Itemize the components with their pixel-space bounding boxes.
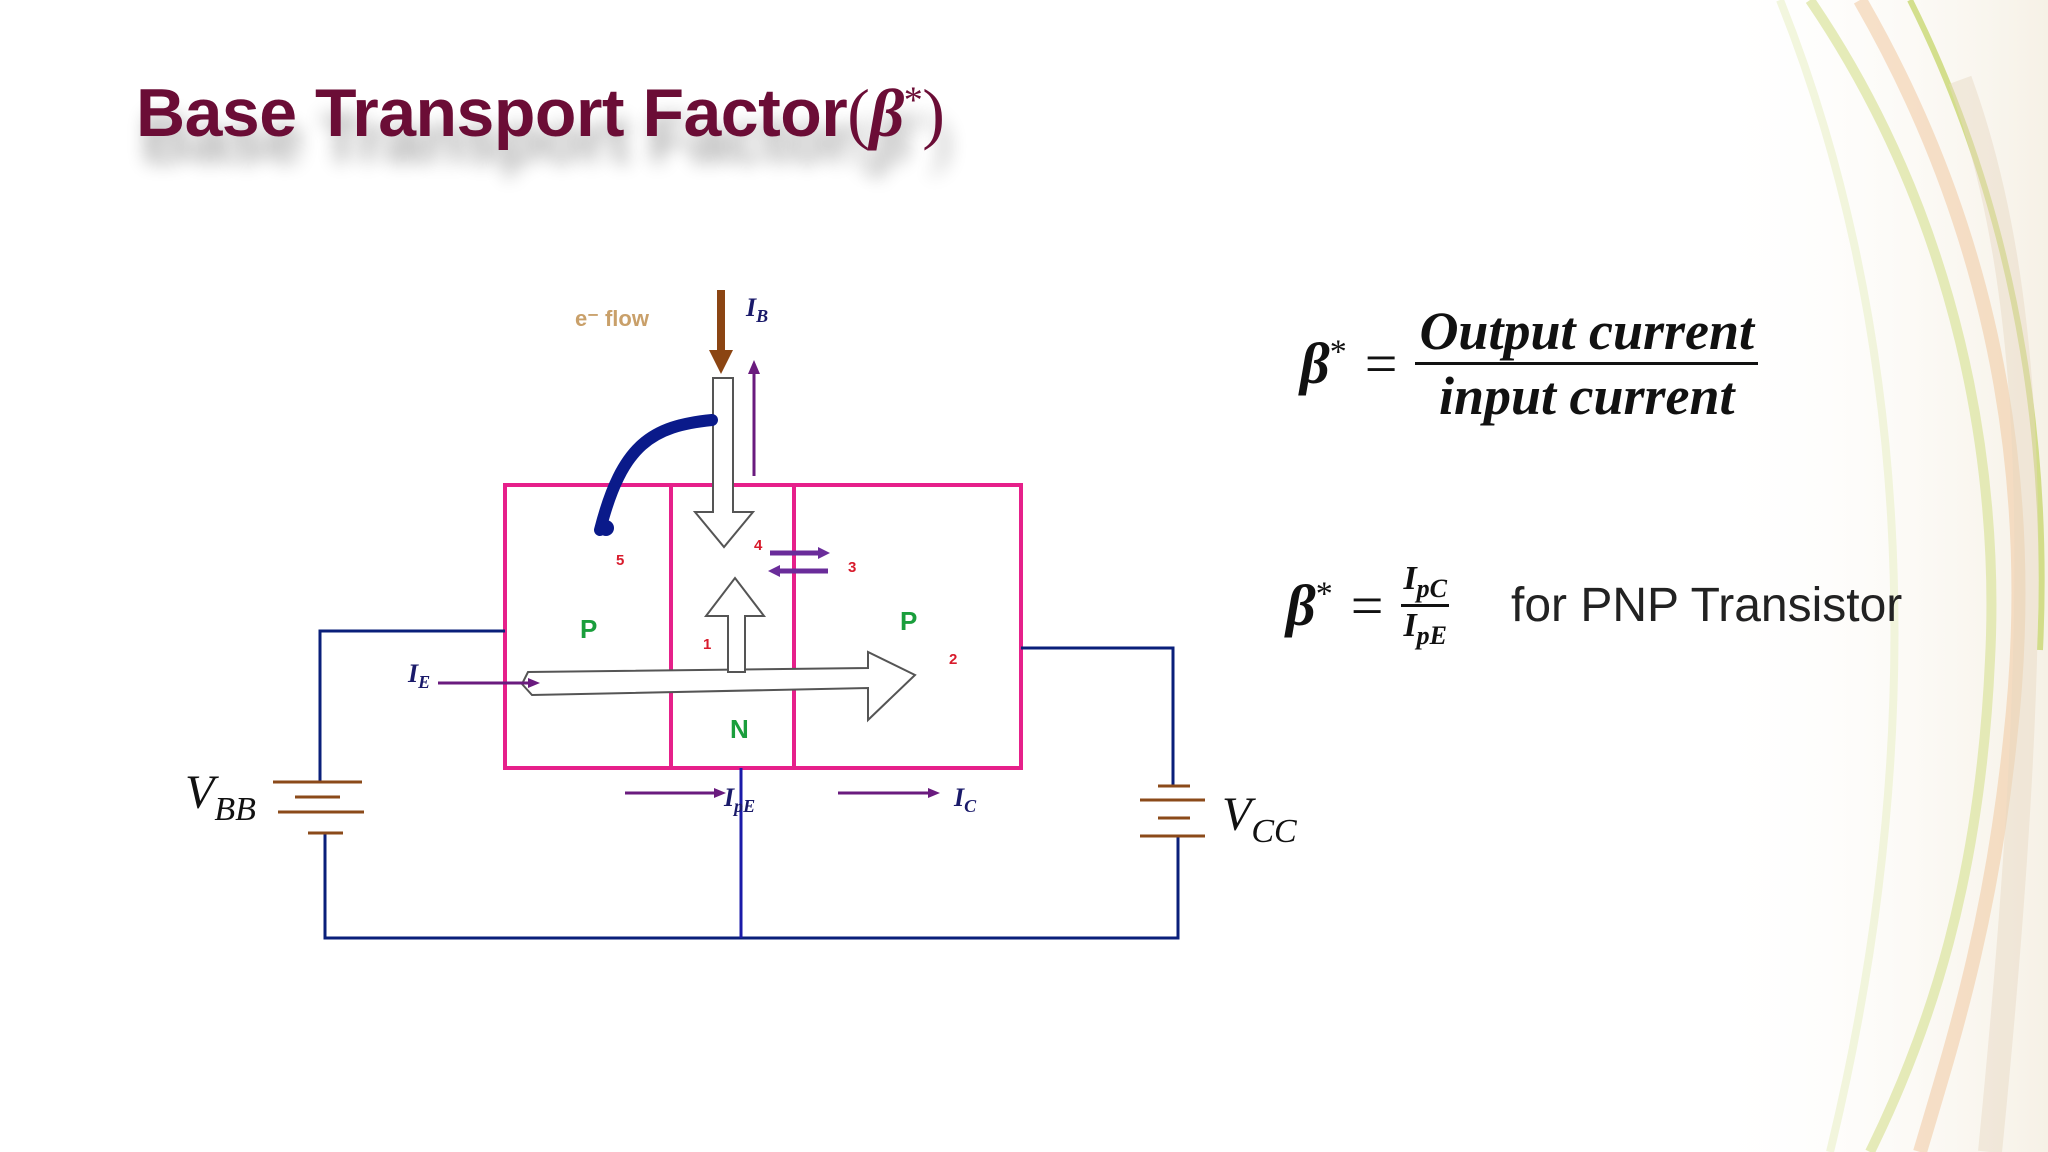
beta-star: β* [1300,331,1347,396]
ground-wire [323,833,1180,940]
electron-path-end [598,520,614,536]
marker-2: 2 [949,651,957,668]
beta-symbol: β [869,75,904,151]
swoosh-line [1805,0,1997,1152]
swoosh-line [1776,0,1899,1152]
marker-3: 3 [848,559,856,576]
ic-arrowhead [928,788,940,798]
base-current-down-arrow [692,377,756,549]
vbb-label: VBB [185,766,256,828]
collector-wire [1021,646,1175,786]
vcc-label: VCC [1222,788,1297,850]
fraction-bar [1401,603,1450,607]
marker-5: 5 [616,552,624,569]
transistor-outline [503,483,1023,770]
arrow-left-3-head [768,565,780,577]
fraction: Output current input current [1415,300,1759,427]
vcc-battery [1140,784,1205,838]
ie-label: IE [407,659,430,692]
ie-arrowhead [528,678,540,688]
title-text: Base Transport Factor [136,75,848,151]
equation-output-input: β* = Output current input current [1300,300,1759,427]
hole-flow-arrow [520,650,917,723]
collector-region-label: P [900,606,917,636]
denominator-ipe: IpE [1403,606,1448,650]
ib-arrowhead [748,360,760,374]
pnp-note: for PNP Transistor [1511,578,1903,632]
fraction: IpC IpE [1401,560,1450,651]
equation-pnp: β* = IpC IpE for PNP Transistor [1286,560,1902,651]
ipe-arrowhead [714,788,726,798]
vbb-battery [273,780,364,835]
emitter-region-label: P [580,614,597,644]
swoosh-line [1948,75,2039,1152]
slide-title: Base Transport Factor(β*) [136,74,945,153]
denominator: input current [1438,366,1735,426]
electron-path-curve [594,414,718,536]
swoosh-line [1907,0,2045,651]
base-region-label: N [730,714,749,744]
electron-flow-arrowhead [709,350,733,374]
equals-sign: = [1364,331,1398,396]
beta-superscript: * [903,79,923,122]
recombination-up-arrow [703,576,767,673]
swoosh-line [1853,0,2026,1152]
marker-4: 4 [754,537,763,554]
numerator-ipc: IpC [1403,560,1448,603]
ipe-label: IpE [723,783,755,816]
marker-1: 1 [703,636,711,653]
emitter-wire [318,629,505,782]
beta-star: β* [1286,572,1333,638]
electron-flow-label: e⁻ flow [575,306,650,331]
numerator: Output current [1419,301,1755,361]
arrow-right-3-head [818,547,830,559]
title-symbol: (β*) [847,75,945,151]
ic-label: IC [953,783,977,816]
ib-label: IB [745,293,768,326]
equals-sign: = [1350,572,1384,638]
fraction-bar [1415,362,1759,365]
